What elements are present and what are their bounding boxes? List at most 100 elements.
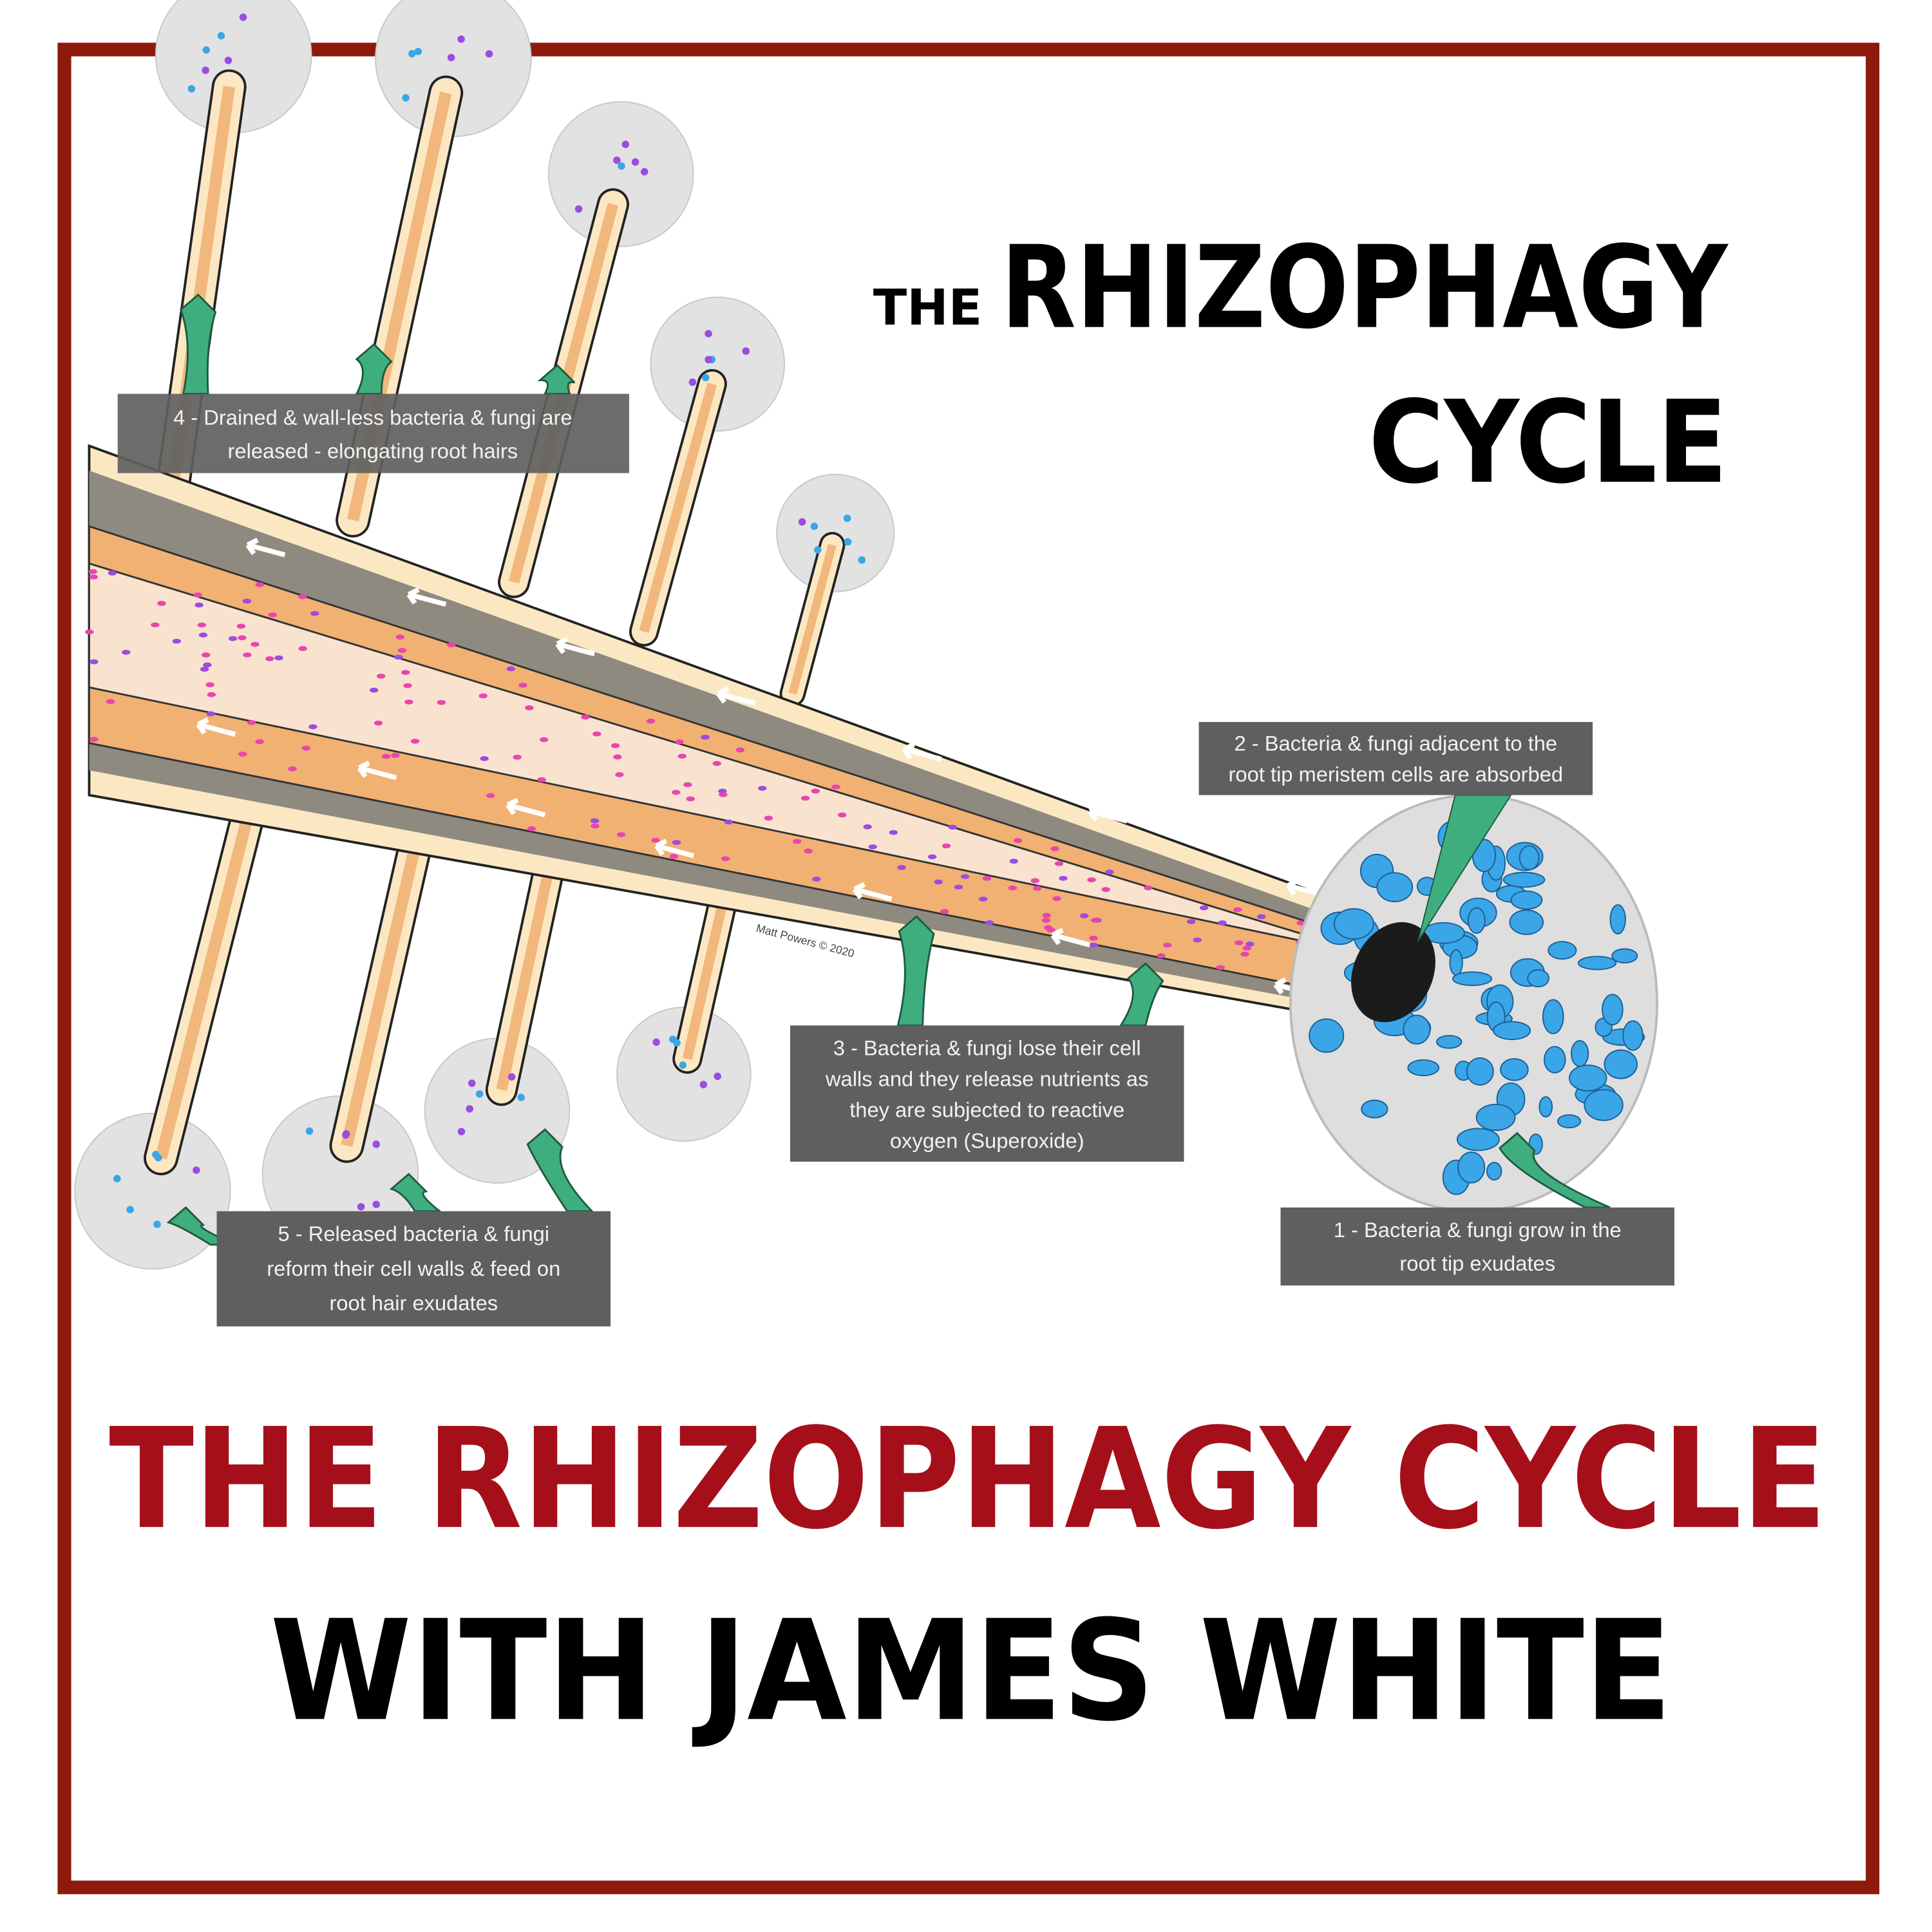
microbe [985,920,994,925]
label-line: root hair exudates [329,1291,498,1315]
microbe [403,683,412,688]
label-line: 3 - Bacteria & fungi lose their cell [833,1036,1141,1059]
microbe [592,731,601,737]
microbe [714,1072,721,1081]
root-tip-meristem [1351,922,1435,1023]
microbe [701,374,710,382]
microbe [616,832,626,837]
flow-arrow [852,882,893,902]
microbe [203,662,212,668]
microbe-blob [1509,909,1544,935]
microbe [202,46,211,54]
microbe [1144,885,1153,891]
microbe-blob [1611,948,1638,963]
microbe [288,766,297,772]
microbe [539,737,549,743]
microbe [381,753,391,759]
label-line: 4 - Drained & wall-less bacteria & fungi… [173,406,573,430]
microbe [88,569,97,574]
microbe-blob [1435,1035,1463,1049]
microbe [342,1131,350,1139]
microbe [590,818,600,824]
green-arrow-icon [1119,962,1164,1027]
microbe [113,1175,121,1182]
microbe-blob [1486,1162,1502,1181]
microbe [1059,875,1068,881]
microbe [719,792,728,797]
microbe [153,1220,161,1228]
microbe [265,656,274,661]
label-line: 1 - Bacteria & fungi grow in the [1334,1218,1622,1242]
microbe [187,85,196,93]
microbe [721,856,730,862]
microbe-blob [1500,1058,1529,1081]
microbe [705,355,712,364]
microbe [197,622,207,628]
microbe [198,632,208,638]
microbe-blob [1449,949,1463,976]
microbe-blob [1601,994,1624,1026]
microbe [217,32,225,40]
microbe [1193,937,1202,943]
microbe [126,1206,134,1214]
microbe-blob [1604,1049,1638,1079]
microbe [518,683,527,688]
microbe [207,692,216,697]
microbe-blob [1542,999,1564,1034]
label-step5: 5 - Released bacteria & fungi reform the… [216,1211,611,1327]
microbe-blob [1569,1064,1607,1092]
microbe [705,330,712,337]
microbe [1052,896,1061,902]
microbe [1233,907,1242,913]
microbe [757,786,767,791]
microbe [677,753,687,759]
label-line: root tip exudates [1399,1251,1555,1275]
microbe [1009,858,1019,864]
microbe [942,843,951,849]
microbe [1041,918,1051,923]
green-arrow-icon [180,293,217,395]
microbe [1050,846,1059,851]
green-arrow-icon [389,1173,442,1213]
microbe [611,743,620,748]
microbe [193,1166,200,1174]
microbe [193,592,202,598]
microbe [374,720,383,726]
microbe-blob [1467,907,1486,934]
root-hair-core [639,383,717,633]
microbe-blob [1333,908,1374,940]
microbe [863,824,872,829]
microbe [251,641,260,647]
microbe [410,739,420,744]
microbe [376,674,386,679]
microbe [591,823,600,829]
microbe [205,682,214,688]
microbe [858,556,866,564]
microbe [940,909,949,914]
microbe [310,611,319,616]
microbe [1105,869,1114,875]
microbe-blob [1309,1018,1345,1053]
microbe [478,693,488,699]
microbe-blob [1376,872,1414,902]
green-arrow-icon [896,915,935,1027]
microbe [402,94,410,102]
microbe [372,1141,380,1148]
microbe [404,699,413,705]
microbe-blob [1527,969,1549,988]
microbe [679,1061,687,1069]
microbe [108,570,117,576]
microbe [669,854,679,859]
diagram-title-prefix: THE [873,279,982,337]
diagram-title-line2: CYCLE [1368,376,1728,509]
microbe [194,602,204,608]
microbe [527,826,536,831]
microbe-blob [1407,1059,1440,1077]
microbe [224,57,232,64]
microbe [686,796,695,802]
microbe [683,782,692,788]
microbe [897,865,906,870]
green-arrow-icon [526,1128,594,1213]
microbe [106,699,115,705]
